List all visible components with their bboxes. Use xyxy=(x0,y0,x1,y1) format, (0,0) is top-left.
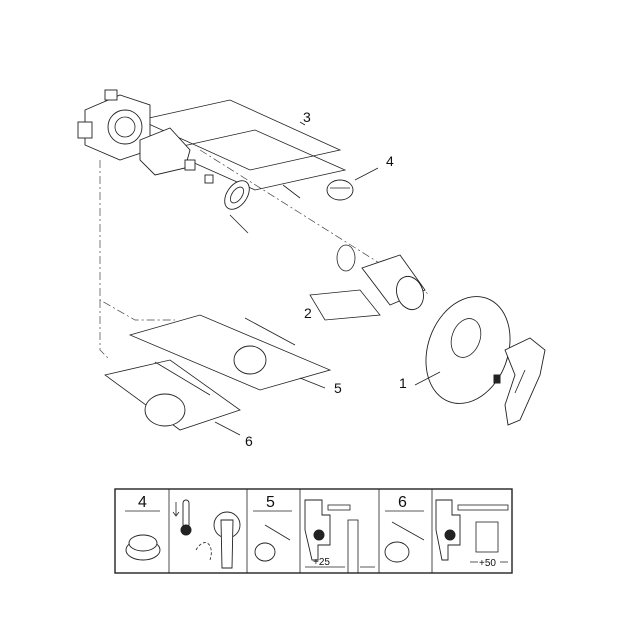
depth-label-25: +25 xyxy=(313,557,330,568)
rosette-and-lever xyxy=(414,296,546,426)
cap-part xyxy=(326,167,379,201)
extension-set-5 xyxy=(128,314,332,391)
installation-depth-50-icon xyxy=(435,499,509,563)
callout-3-bracket xyxy=(138,99,347,191)
table-label-4: 4 xyxy=(138,494,147,511)
extension-rod-cartridge-icon xyxy=(384,521,425,563)
valve-body xyxy=(77,89,151,161)
table-label-5: 5 xyxy=(266,494,275,511)
legend-table: 4 5 +25 6 xyxy=(114,488,513,574)
cartridge xyxy=(139,127,214,184)
extension-rod-cartridge-icon xyxy=(254,524,291,562)
extension-set-6 xyxy=(104,359,241,436)
callout-2: 2 xyxy=(304,305,312,321)
table-label-6: 6 xyxy=(398,494,407,511)
installation-depth-25-icon xyxy=(304,499,375,574)
callout-4: 4 xyxy=(386,153,394,169)
callout-6: 6 xyxy=(245,433,253,449)
sleeve-part xyxy=(309,254,426,321)
temperature-lever-icon xyxy=(172,499,241,569)
depth-label-50: +50 xyxy=(479,558,496,569)
cap-icon xyxy=(125,534,161,561)
mounting-ring xyxy=(224,180,301,234)
callout-1: 1 xyxy=(399,375,407,391)
callout-5: 5 xyxy=(334,380,342,396)
callout-3: 3 xyxy=(303,109,311,125)
o-ring xyxy=(336,244,356,272)
